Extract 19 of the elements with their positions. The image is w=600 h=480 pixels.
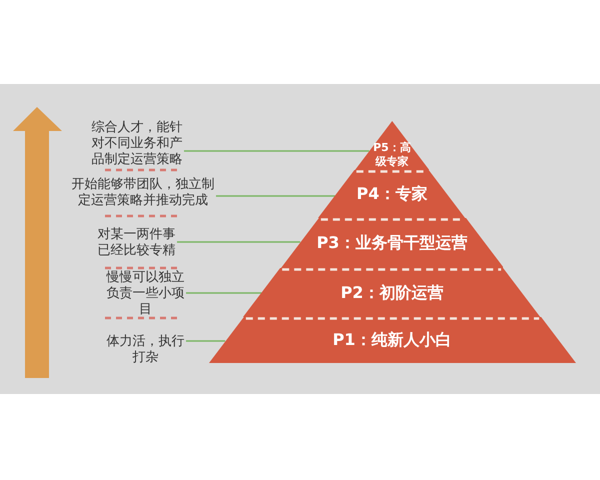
pyramid-level [318, 170, 466, 218]
leader-line [184, 150, 370, 152]
leader-line [186, 292, 262, 294]
description-text: 对某一两件事已经比较专精 [96, 227, 177, 259]
description-text: 慢慢可以独立负责一些小项目 [105, 270, 186, 318]
pyramid-level [243, 268, 541, 317]
description-text: 综合人才，能针对不同业务和产品制定运营策略 [90, 120, 184, 168]
pyramid-level [354, 121, 430, 170]
level-label: P4：专家 [356, 184, 428, 204]
pyramid-level [280, 218, 504, 268]
leader-line [186, 340, 226, 342]
description-text: 开始能够带团队，独立制定运营策略并推动完成 [70, 177, 216, 209]
leader-line [177, 241, 300, 243]
description-text: 体力活，执行打杂 [105, 334, 186, 366]
leader-line [216, 195, 336, 197]
level-label: P5：高级专家 [372, 141, 412, 168]
level-label: P2：初阶运营 [340, 282, 444, 302]
level-label: P1：纯新人小白 [332, 330, 452, 350]
level-label: P3：业务骨干型运营 [316, 233, 468, 253]
